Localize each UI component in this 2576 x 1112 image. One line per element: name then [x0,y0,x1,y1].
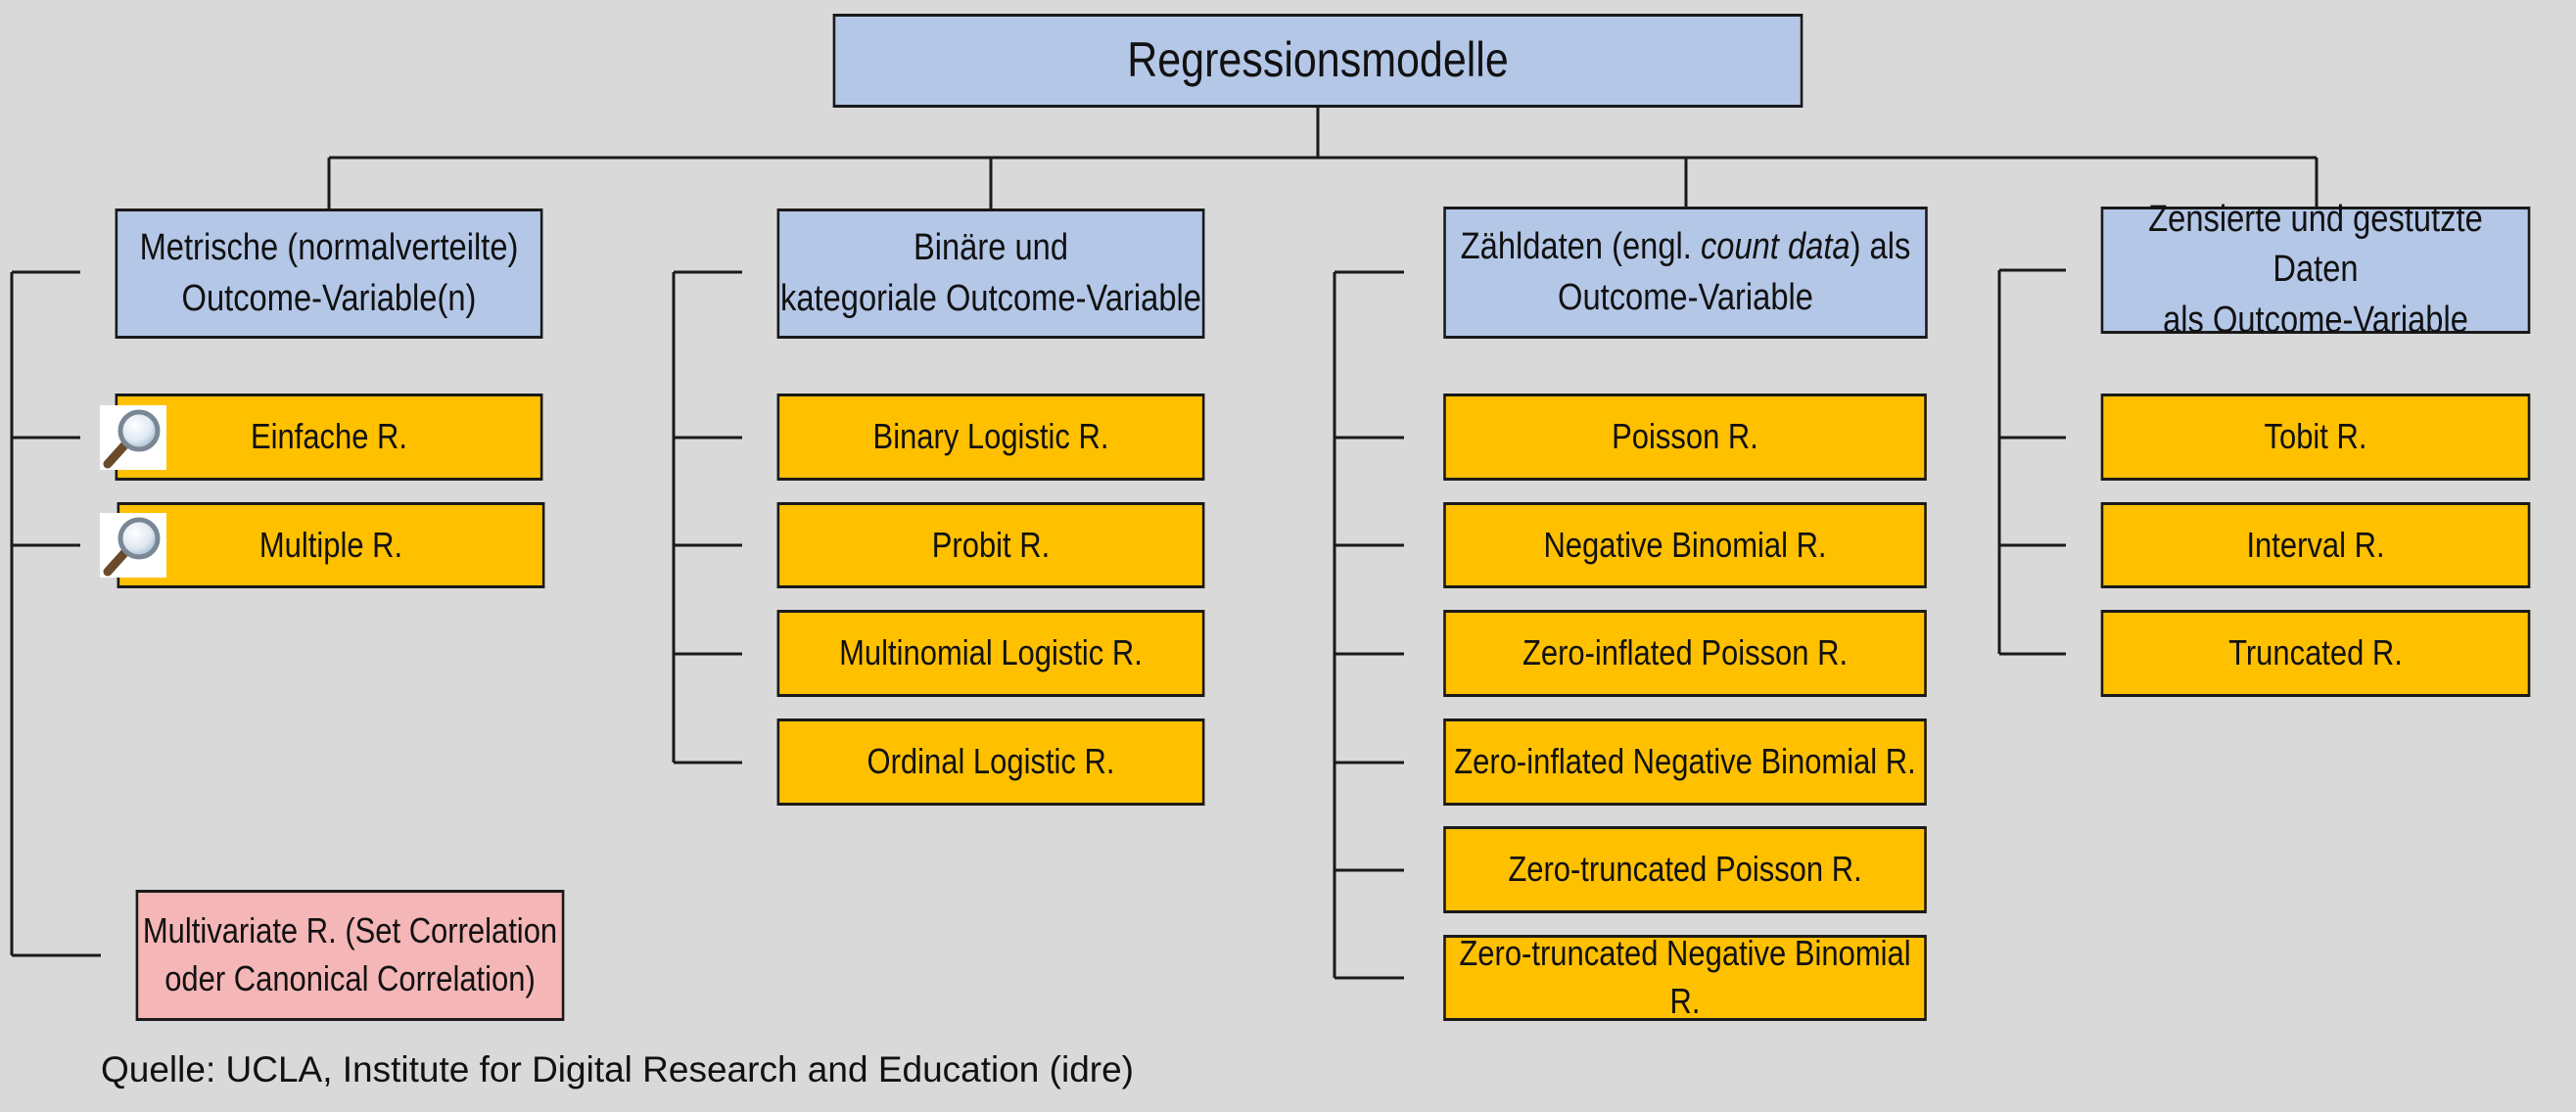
category-metrische: Metrische (normalverteilte) Outcome-Vari… [115,208,543,339]
item-probit: Probit R. [776,502,1205,588]
item-binary-logistic: Binary Logistic R. [776,394,1205,481]
item-multinomial-logistic: Multinomial Logistic R. [776,610,1205,697]
item-zero-inflated-negative-binomial: Zero-inflated Negative Binomial R. [1443,718,1927,806]
root-label: Regressionsmodelle [1127,32,1509,88]
item-truncated: Truncated R. [2100,610,2531,697]
item-multivariate-regression: Multivariate R. (Set Correlation oder Ca… [135,890,565,1021]
category-zensiert-gestutzt: Zensierte und gestutzte Daten als Outcom… [2100,199,2531,341]
item-tobit: Tobit R. [2100,394,2531,481]
category-binaer-kategorial: Binäre und kategoriale Outcome-Variable [776,208,1205,339]
magnifier-icon[interactable] [100,405,166,470]
item-zero-truncated-poisson: Zero-truncated Poisson R. [1443,826,1927,913]
category-label-line1: Metrische (normalverteilte) [139,227,519,269]
magnifier-icon[interactable] [100,513,166,578]
item-poisson: Poisson R. [1443,394,1927,481]
category-zaehldaten: Zähldaten (engl. count data) als Outcome… [1443,207,1928,339]
root-node: Regressionsmodelle [832,14,1803,108]
item-multiple-regression: Multiple R. [117,502,545,588]
item-negative-binomial: Negative Binomial R. [1443,502,1927,588]
item-zero-truncated-negative-binomial: Zero-truncated Negative Binomial R. [1443,933,1927,1021]
item-zero-inflated-poisson: Zero-inflated Poisson R. [1443,610,1927,697]
item-interval: Interval R. [2100,502,2531,588]
item-ordinal-logistic: Ordinal Logistic R. [776,718,1205,806]
category-label-line2: Outcome-Variable(n) [181,277,477,319]
item-einfache-regression: Einfache R. [115,394,543,481]
source-caption: Quelle: UCLA, Institute for Digital Rese… [101,1049,1135,1089]
